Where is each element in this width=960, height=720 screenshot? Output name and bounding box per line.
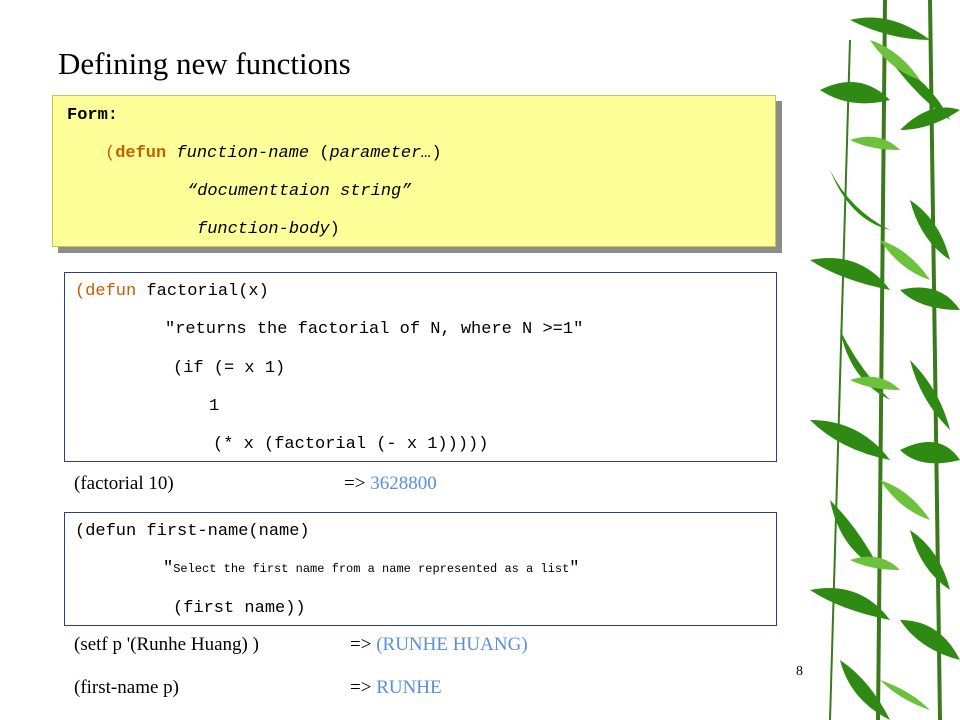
factorial-if-line: (if (= x 1): [173, 359, 286, 378]
form-box: Form: (defun function-name (parameter…) …: [52, 95, 776, 247]
form-line-3: function-body): [197, 220, 340, 239]
first-name-doc-string: Select the first name from a name repres…: [173, 562, 570, 576]
form-defun-keyword: defun: [115, 144, 167, 163]
first-name-value: RUNHE: [376, 677, 442, 698]
first-name-call: (first-name p): [74, 677, 179, 698]
slide-title: Defining new functions: [58, 46, 351, 81]
bamboo-decoration-icon: [810, 0, 960, 720]
page-number: 8: [796, 664, 803, 679]
form-function-name: function-name: [176, 144, 310, 163]
form-mid: (: [309, 144, 330, 163]
first-name-doc-close-quote: ": [569, 559, 580, 578]
factorial-doc-string: "returns the factorial of N, where N >=1…: [165, 320, 584, 339]
setf-result-line: => (RUNHE HUANG): [350, 634, 528, 656]
factorial-recursive-case: (* x (factorial (- x 1))))): [213, 435, 489, 454]
first-name-line-1: (defun first-name(name): [75, 522, 310, 541]
factorial-result-line: => 3628800: [344, 473, 437, 495]
form-function-body: function-body: [197, 220, 330, 239]
first-name-body: (first name)): [173, 599, 306, 618]
first-name-arrow: =>: [350, 677, 372, 698]
form-line-1: (defun function-name (parameter…): [105, 144, 442, 163]
factorial-base-case: 1: [209, 397, 220, 416]
form-parameter: parameter…: [329, 144, 432, 163]
form-body-close: ): [329, 220, 340, 239]
factorial-value: 3628800: [370, 473, 437, 494]
factorial-arrow: =>: [344, 473, 366, 494]
factorial-code-box: (defun factorial(x) "returns the factori…: [64, 272, 777, 462]
factorial-defun-keyword: defun: [85, 282, 137, 301]
first-name-doc-open-quote: ": [163, 559, 174, 578]
setf-arrow: =>: [350, 634, 372, 655]
form-doc-string: “documenttaion string”: [187, 182, 412, 201]
first-name-result-line: => RUNHE: [350, 677, 442, 699]
form-open-paren: (: [105, 144, 116, 163]
factorial-line-1: (defun factorial(x): [75, 282, 269, 301]
factorial-signature: factorial(x): [136, 282, 269, 301]
setf-call: (setf p '(Runhe Huang) ): [74, 634, 259, 655]
factorial-call: (factorial 10): [74, 473, 174, 494]
first-name-code-box: (defun first-name(name) "Select the firs…: [64, 512, 777, 626]
form-close-paren: ): [431, 144, 442, 163]
first-name-doc-line: "Select the first name from a name repre…: [163, 559, 579, 578]
setf-value: (RUNHE HUANG): [376, 634, 528, 655]
form-label: Form:: [67, 106, 119, 125]
factorial-open-paren: (: [75, 282, 86, 301]
